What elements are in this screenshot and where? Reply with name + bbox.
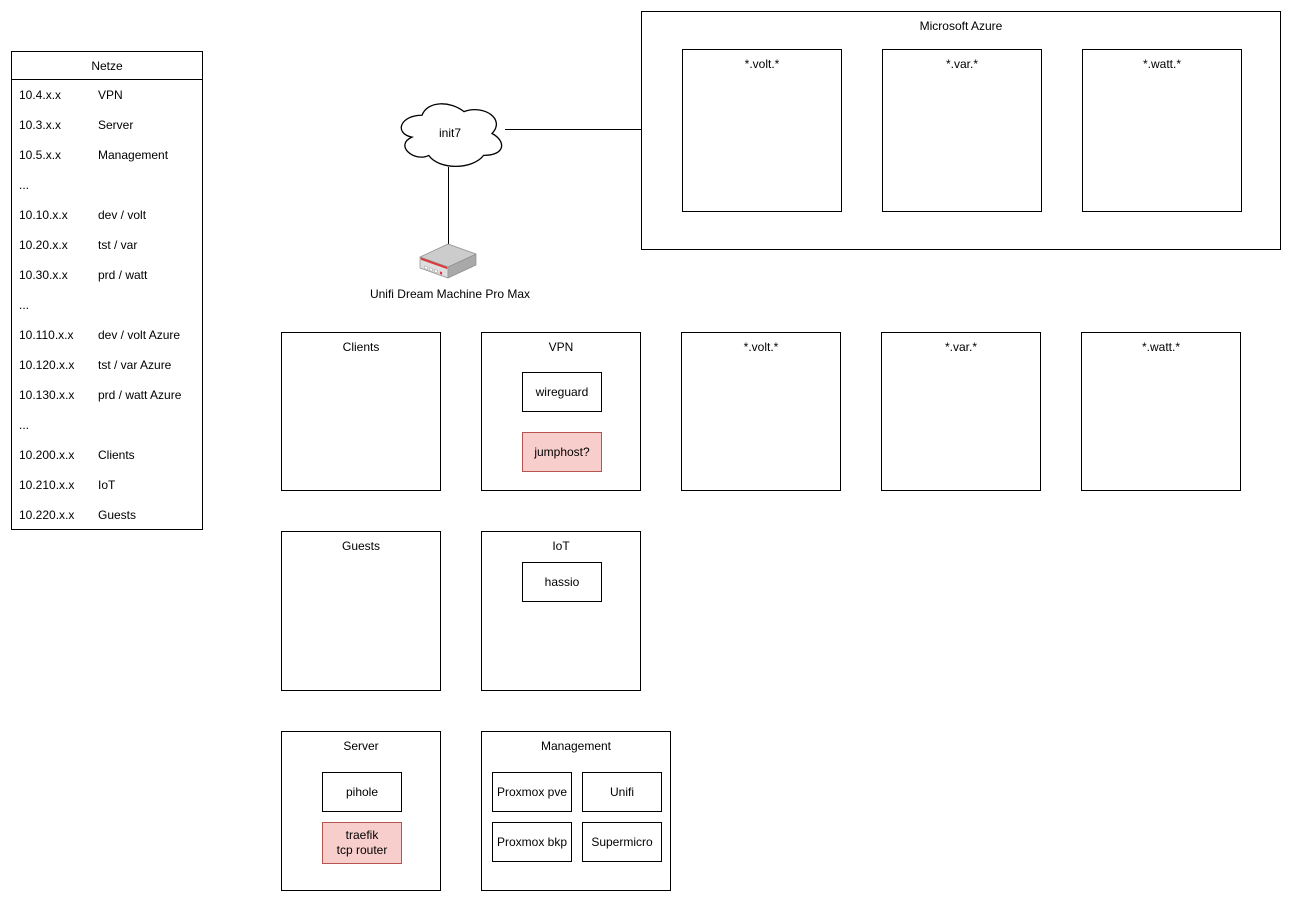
netze-table-title: Netze xyxy=(12,52,202,80)
netze-row-ip: ... xyxy=(19,418,30,432)
cloud-label: init7 xyxy=(438,125,461,140)
azure-zone-volt: *.volt.* xyxy=(682,49,842,212)
iot-box: IoT hassio xyxy=(481,531,641,691)
netze-row-network: prd / watt xyxy=(98,268,148,282)
netze-row: 10.4.x.x VPN xyxy=(12,80,202,110)
netze-row-network: Guests xyxy=(98,508,137,522)
netze-row: ... xyxy=(12,170,202,200)
server-box: Server pihole traefik tcp router xyxy=(281,731,441,891)
node-traefik: traefik tcp router xyxy=(322,822,402,864)
netze-row: 10.200.x.x Clients xyxy=(12,440,202,470)
netze-row-ip: ... xyxy=(19,178,30,192)
netze-row: 10.210.x.x IoT xyxy=(12,470,202,500)
netze-row: 10.220.x.x Guests xyxy=(12,500,202,530)
node-jumphost: jumphost? xyxy=(522,432,602,472)
netze-row-ip: 10.30.x.x xyxy=(19,268,68,282)
netze-row-network: prd / watt Azure xyxy=(98,388,182,402)
management-box: Management Proxmox pve Unifi Proxmox bkp… xyxy=(481,731,671,891)
guests-title: Guests xyxy=(341,539,380,553)
netze-row-ip: 10.110.x.x xyxy=(19,328,74,342)
node-supermicro: Supermicro xyxy=(582,822,662,862)
lan-zone-volt: *.volt.* xyxy=(681,332,841,491)
netze-row-network: dev / volt Azure xyxy=(98,328,181,342)
node-proxmox-bkp: Proxmox bkp xyxy=(492,822,572,862)
netze-row-ip: 10.3.x.x xyxy=(19,118,62,132)
netze-row: 10.3.x.x Server xyxy=(12,110,202,140)
azure-zone-label: *.volt.* xyxy=(744,57,780,71)
netze-row-network: Server xyxy=(98,118,134,132)
netze-row: 10.120.x.x tst / var Azure xyxy=(12,350,202,380)
edge-cloud-to-azure xyxy=(505,129,642,131)
lan-zone-watt: *.watt.* xyxy=(1081,332,1241,491)
lan-zone-var: *.var.* xyxy=(881,332,1041,491)
vpn-box: VPN wireguard jumphost? xyxy=(481,332,641,491)
netze-row-ip: 10.220.x.x xyxy=(19,508,75,522)
cloud-icon xyxy=(400,103,503,167)
netze-row: 10.130.x.x prd / watt Azure xyxy=(12,380,202,410)
node-traefik-line2: tcp router xyxy=(336,843,388,857)
netze-row: 10.10.x.x dev / volt xyxy=(12,200,202,230)
lan-zone-label: *.volt.* xyxy=(743,340,779,354)
netze-row-ip: 10.200.x.x xyxy=(19,448,75,462)
lan-zone-label: *.watt.* xyxy=(1141,340,1180,354)
netze-row-network: tst / var xyxy=(98,238,138,252)
netze-table: Netze 10.4.x.x VPN 10.3.x.x Server 10.5.… xyxy=(11,51,203,530)
node-hassio: hassio xyxy=(522,562,602,602)
router-label: Unifi Dream Machine Pro Max xyxy=(369,287,531,301)
azure-zone-watt: *.watt.* xyxy=(1082,49,1242,212)
azure-zone-label: *.var.* xyxy=(945,57,978,71)
node-traefik-line1: traefik xyxy=(345,828,379,842)
netze-row: ... xyxy=(12,410,202,440)
node-unifi: Unifi xyxy=(582,772,662,812)
netze-row: 10.5.x.x Management xyxy=(12,140,202,170)
netze-row: 10.30.x.x prd / watt xyxy=(12,260,202,290)
iot-title: IoT xyxy=(552,539,570,553)
netze-row-network: IoT xyxy=(98,478,116,492)
netze-row-ip: ... xyxy=(19,298,30,312)
clients-title: Clients xyxy=(342,340,380,354)
vpn-title: VPN xyxy=(548,340,574,354)
netze-row-network: Clients xyxy=(98,448,135,462)
netze-row: ... xyxy=(12,290,202,320)
netze-row-network: dev / volt xyxy=(98,208,147,222)
netze-row-ip: 10.20.x.x xyxy=(19,238,68,252)
azure-title: Microsoft Azure xyxy=(919,19,1003,33)
clients-box: Clients xyxy=(281,332,441,491)
lan-zone-label: *.var.* xyxy=(944,340,977,354)
node-proxmox-pve: Proxmox pve xyxy=(492,772,572,812)
netze-row-network: Management xyxy=(98,148,169,162)
netze-row: 10.20.x.x tst / var xyxy=(12,230,202,260)
netze-row-ip: 10.120.x.x xyxy=(19,358,75,372)
azure-zone-var: *.var.* xyxy=(882,49,1042,212)
netze-row-ip: 10.5.x.x xyxy=(19,148,62,162)
edge-cloud-to-router xyxy=(448,167,450,244)
router-icon xyxy=(419,243,477,279)
netze-row-ip: 10.210.x.x xyxy=(19,478,75,492)
netze-row-ip: 10.130.x.x xyxy=(19,388,75,402)
netze-row-network: tst / var Azure xyxy=(98,358,172,372)
azure-container: Microsoft Azure *.volt.* *.var.* *.watt.… xyxy=(641,11,1281,250)
node-wireguard: wireguard xyxy=(522,372,602,412)
netze-row: 10.110.x.x dev / volt Azure xyxy=(12,320,202,350)
azure-zone-label: *.watt.* xyxy=(1142,57,1181,71)
management-title: Management xyxy=(540,739,612,753)
netze-row-network: VPN xyxy=(98,88,123,102)
guests-box: Guests xyxy=(281,531,441,691)
netze-row-ip: 10.4.x.x xyxy=(19,88,62,102)
netze-row-ip: 10.10.x.x xyxy=(19,208,68,222)
node-pihole: pihole xyxy=(322,772,402,812)
server-title: Server xyxy=(343,739,379,753)
